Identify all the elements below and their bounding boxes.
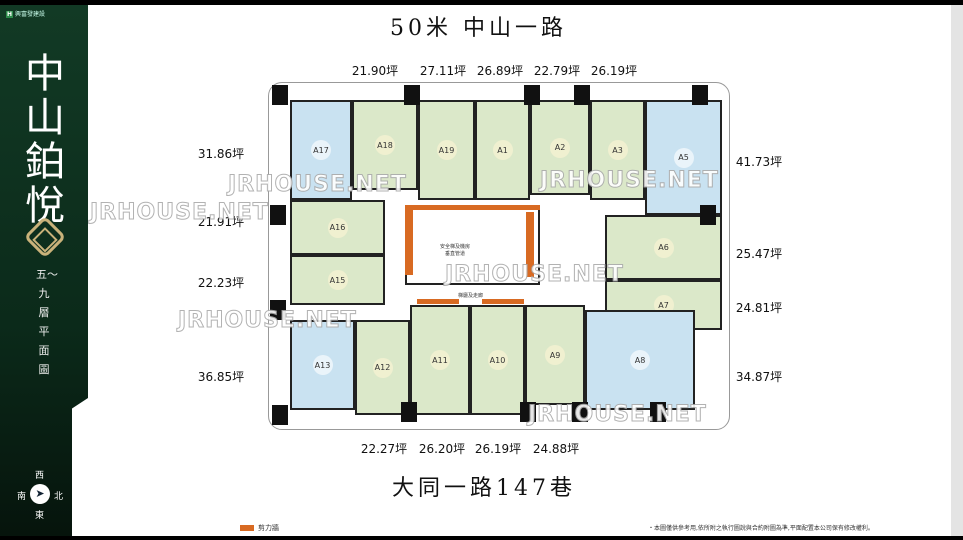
structural-column <box>574 85 590 105</box>
unit-area-right: 24.81坪 <box>735 301 783 315</box>
floor-subtitle: 五〜九層平面圖 <box>36 268 58 376</box>
unit-label: A19 <box>436 140 457 160</box>
unit-label: A3 <box>607 140 628 160</box>
shear-wall <box>526 212 534 277</box>
corridor-label: 梯廳及走廊 <box>458 293 484 299</box>
unit-a18: A18 <box>352 100 418 190</box>
unit-area-left: 31.86坪 <box>197 147 245 161</box>
core-label: 安全梯及機房 垂直管道 <box>440 244 471 257</box>
unit-a1: A1 <box>475 100 530 200</box>
watermark: JRHOUSE.NET <box>90 200 269 226</box>
unit-area-left: 21.91坪 <box>197 215 245 229</box>
watermark: JRHOUSE.NET <box>540 168 719 194</box>
unit-label: A9 <box>545 345 565 365</box>
watermark: JRHOUSE.NET <box>528 402 707 428</box>
structural-column <box>401 402 417 422</box>
unit-label: A8 <box>630 350 650 370</box>
structural-column <box>650 402 666 422</box>
unit-area-top: 21.90坪 <box>351 64 399 78</box>
unit-a2: A2 <box>530 100 590 195</box>
shear-wall <box>405 205 413 275</box>
unit-a10: A10 <box>470 305 525 415</box>
shear-wall <box>417 299 459 304</box>
unit-area-top: 22.79坪 <box>533 64 581 78</box>
top-bar <box>0 0 963 5</box>
shear-wall <box>405 205 540 210</box>
legend: 剪力牆 <box>240 523 279 533</box>
structural-column <box>270 300 286 320</box>
unit-area-left: 36.85坪 <box>197 370 245 384</box>
compass-arrow-icon: ➤ <box>30 484 50 504</box>
unit-a19: A19 <box>418 100 475 200</box>
unit-area-top: 26.89坪 <box>476 64 524 78</box>
unit-a3: A3 <box>590 100 645 200</box>
bottom-bar <box>0 536 963 540</box>
unit-area-top: 27.11坪 <box>419 64 467 78</box>
unit-a9: A9 <box>525 305 585 405</box>
unit-area-bottom: 22.27坪 <box>360 442 408 456</box>
unit-label: A13 <box>312 355 333 375</box>
structural-column <box>520 402 536 422</box>
unit-area-bottom: 24.88坪 <box>532 442 580 456</box>
watermark: JRHOUSE.NET <box>228 172 407 198</box>
structural-column <box>270 205 286 225</box>
unit-label: A17 <box>311 140 331 160</box>
unit-area-right: 34.87坪 <box>735 370 783 384</box>
unit-area-right: 41.73坪 <box>735 155 783 169</box>
unit-a6: A6 <box>605 215 722 280</box>
unit-a17: A17 <box>290 100 352 200</box>
unit-label: A10 <box>487 350 508 370</box>
unit-label: A12 <box>372 357 393 378</box>
compass-east: 東 <box>35 511 45 521</box>
structural-column <box>404 85 420 105</box>
unit-a12: A12 <box>355 320 410 415</box>
compass-south: 南 <box>17 492 27 502</box>
unit-label: A15 <box>327 270 348 290</box>
unit-area-bottom: 26.19坪 <box>474 442 522 456</box>
road-top: 50米 中山一路 <box>390 16 567 41</box>
structural-column <box>692 85 708 105</box>
unit-label: A11 <box>430 350 450 370</box>
shear-wall-swatch <box>240 525 254 531</box>
watermark: JRHOUSE.NET <box>178 308 357 334</box>
shear-wall <box>482 299 524 304</box>
unit-label: A1 <box>492 140 513 160</box>
structural-column <box>572 402 588 422</box>
unit-area-left: 22.23坪 <box>197 276 245 290</box>
watermark: JRHOUSE.NET <box>445 262 624 288</box>
floor-plan <box>268 82 730 430</box>
structural-column <box>524 85 540 105</box>
unit-label: A5 <box>673 147 694 168</box>
project-title: 中山鉑悅 <box>25 51 65 229</box>
disclaimer: ・本圖僅供參考用,依所附之執行圖說與合約附圖為準,平面配置本公司保有修改權利。 <box>648 525 874 532</box>
structural-column <box>700 205 716 225</box>
compass-west: 西 <box>35 471 45 481</box>
unit-label: A16 <box>327 217 348 238</box>
unit-a16: A16 <box>290 200 385 255</box>
unit-a5: A5 <box>645 100 722 215</box>
unit-a13: A13 <box>290 320 355 410</box>
unit-area-right: 25.47坪 <box>735 247 783 261</box>
structural-column <box>272 85 288 105</box>
unit-a15: A15 <box>290 255 385 305</box>
unit-label: A18 <box>375 135 395 155</box>
logo-text: 興富發建設 <box>15 11 46 18</box>
structural-column <box>272 405 288 425</box>
unit-area-bottom: 26.20坪 <box>418 442 466 456</box>
unit-a11: A11 <box>410 305 470 415</box>
legend-label: 剪力牆 <box>258 524 279 532</box>
road-bottom: 大同一路147巷 <box>392 476 576 501</box>
unit-label: A6 <box>653 237 674 258</box>
unit-label: A2 <box>550 137 570 158</box>
right-strip <box>951 5 963 536</box>
unit-a8: A8 <box>585 310 695 410</box>
compass-north: 北 <box>54 492 64 502</box>
unit-area-top: 26.19坪 <box>590 64 638 78</box>
